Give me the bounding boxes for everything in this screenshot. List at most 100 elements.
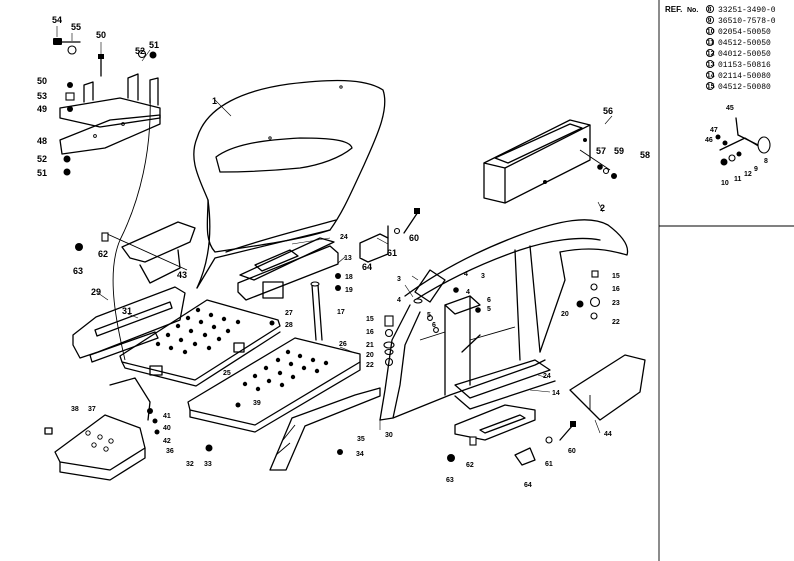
callout: 18	[345, 274, 353, 281]
ref-row: 13 01153-50816	[705, 59, 771, 70]
ref-part-no: 02114-50080	[718, 72, 771, 81]
panel-holes	[242, 349, 329, 392]
callout: 62	[466, 462, 474, 469]
seat-support-plate	[75, 221, 196, 284]
svg-text:9: 9	[708, 18, 712, 25]
panel-holes	[155, 307, 241, 355]
callout: 15	[612, 273, 620, 280]
ref-part-no: 04512-50050	[718, 39, 771, 48]
callout: 45	[726, 105, 734, 112]
callout: 52	[135, 46, 145, 56]
seat-back-panel	[193, 79, 386, 289]
callout: 12	[744, 171, 752, 178]
callout: 60	[568, 448, 576, 455]
callout: 24	[340, 234, 348, 241]
callout: 56	[603, 106, 613, 116]
callout: 28	[285, 322, 293, 329]
storage-box	[483, 119, 617, 204]
callout: 4	[464, 271, 468, 278]
svg-text:11: 11	[707, 40, 715, 47]
callout: 63	[446, 477, 454, 484]
ref-row: 12 04012-50050	[705, 48, 771, 59]
callout: 30	[385, 432, 393, 439]
callout: 5	[427, 312, 431, 319]
ref-row: 14 02114-50080	[705, 70, 771, 81]
lower-mount-bracket	[447, 404, 576, 466]
callout: 23	[612, 300, 620, 307]
callout: 61	[545, 461, 553, 468]
ref-row: 11 04512-50050	[705, 37, 771, 48]
callout: 37	[88, 406, 96, 413]
callout: 20	[561, 311, 569, 318]
callout: 50	[96, 30, 106, 40]
ref-part-no: 02054-50050	[718, 28, 771, 37]
ref-part-no: 01153-50816	[718, 61, 771, 70]
callout: 13	[344, 255, 352, 262]
callout: 3	[397, 276, 401, 283]
callout: 24	[543, 373, 551, 380]
callout: 64	[362, 262, 372, 272]
ref-row: 10 02054-50050	[705, 26, 771, 37]
callout: 29	[91, 287, 101, 297]
callout: 60	[409, 233, 419, 243]
ref-table-header-no: No.	[687, 7, 698, 14]
ref-part-no: 36510-7578-0	[718, 17, 776, 26]
callout: 59	[614, 146, 624, 156]
fender-frame	[379, 219, 629, 421]
ref-part-no: 33251-3490-0	[718, 6, 776, 15]
callout: 36	[166, 448, 174, 455]
handle-detail	[715, 117, 771, 166]
svg-text:8: 8	[708, 7, 712, 14]
callout: 22	[612, 319, 620, 326]
reference-table: REF. No. 8 33251-3490-0 9 36510-7578-0 1…	[658, 0, 794, 561]
callout: 55	[71, 22, 81, 32]
callout: 43	[177, 270, 187, 280]
callout: 51	[37, 168, 47, 178]
callout: 14	[552, 390, 560, 397]
callout: 15	[366, 316, 374, 323]
callout: 54	[52, 15, 62, 25]
floor-panel-rear	[187, 337, 361, 433]
callout: 57	[596, 146, 606, 156]
callout: 38	[71, 406, 79, 413]
ref-part-no: 04012-50050	[718, 50, 771, 59]
callout: 58	[640, 150, 650, 160]
callout: 17	[337, 309, 345, 316]
left-side-frame	[72, 286, 186, 363]
callout: 1	[212, 96, 217, 106]
callout: 4	[397, 297, 401, 304]
callout: 35	[357, 436, 365, 443]
callout: 25	[223, 370, 231, 377]
ref-row: 9 36510-7578-0	[705, 15, 776, 26]
svg-text:10: 10	[707, 29, 715, 36]
callout: 50	[37, 76, 47, 86]
ref-row: 15 04512-50080	[705, 81, 771, 92]
leader-lines	[291, 115, 613, 434]
callout: 16	[612, 286, 620, 293]
callout: 62	[98, 249, 108, 259]
support-shaft	[310, 281, 395, 367]
callout: 46	[705, 137, 713, 144]
ref-part-no: 04512-50080	[718, 83, 771, 92]
callout: 19	[345, 287, 353, 294]
callout: 21	[366, 342, 374, 349]
callout: 4	[466, 289, 470, 296]
side-cover	[569, 354, 646, 421]
svg-text:13: 13	[707, 62, 715, 69]
callout: 39	[253, 400, 261, 407]
callout: 33	[204, 461, 212, 468]
callout: 11	[734, 176, 742, 183]
ref-table-header: REF.	[665, 5, 682, 14]
upper-mount-bracket	[359, 208, 420, 263]
svg-text:15: 15	[707, 84, 715, 91]
callout: 64	[524, 482, 532, 489]
right-side-fasteners	[576, 270, 601, 320]
callout: 51	[149, 40, 159, 50]
callout: 27	[285, 310, 293, 317]
callout: 47	[710, 127, 718, 134]
callout: 31	[122, 306, 132, 316]
callout: 22	[366, 362, 374, 369]
callout: 63	[73, 266, 83, 276]
callout: 3	[481, 273, 485, 280]
